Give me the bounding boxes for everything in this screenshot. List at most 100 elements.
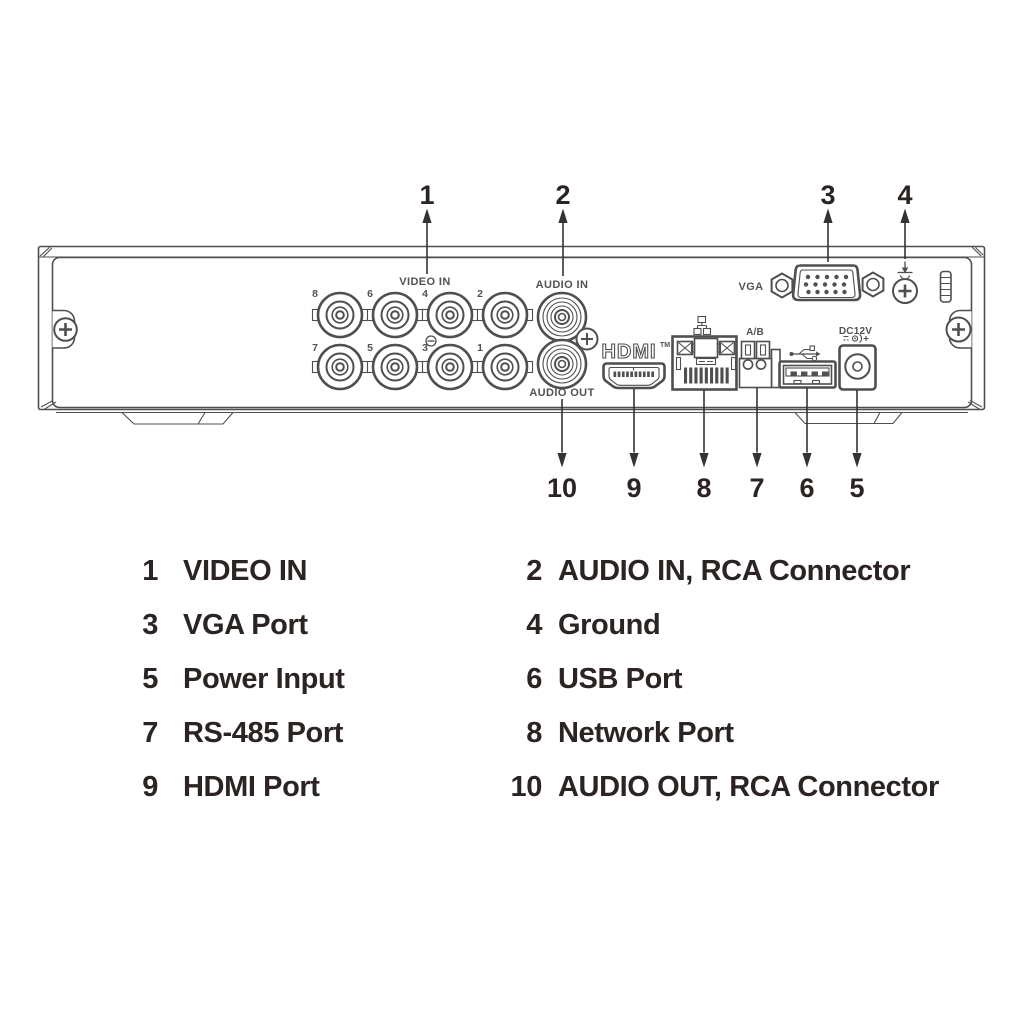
legend-label: USB Port [558, 663, 683, 695]
legend-number: 1 [142, 555, 158, 587]
audio-in-label: AUDIO IN [536, 279, 589, 291]
legend-label: VIDEO IN [183, 555, 308, 587]
legend-number: 2 [526, 555, 542, 587]
legend-label: RS-485 Port [183, 717, 343, 749]
audio-out-rca-connector [536, 338, 588, 390]
audio-out-label: AUDIO OUT [529, 387, 594, 399]
bnc-digit: 8 [312, 288, 318, 300]
rs485-label: A/B [746, 327, 764, 338]
legend-item-5: 5 Power Input [40, 663, 345, 696]
legend-number: 9 [142, 771, 158, 803]
network-port [671, 335, 738, 391]
callout-number-9: 9 [626, 473, 641, 503]
network-port-pins [684, 367, 729, 384]
power-input-port [838, 344, 877, 391]
audio-in-rca-connector [536, 291, 588, 343]
arrow-down-icon [802, 453, 812, 468]
callout-number-10: 10 [547, 473, 577, 503]
callouts-top: 1 2 3 4 [419, 180, 913, 276]
callout-number-3: 3 [820, 180, 835, 210]
bnc-video-in-block: 8 6 4 2 7 5 3 1 [311, 288, 534, 391]
usb-port [778, 360, 837, 389]
hdmi-pins [613, 371, 654, 377]
hdmi-tm-mark: TM [660, 342, 670, 349]
arrow-up-icon [422, 208, 432, 223]
legend-number: 10 [510, 771, 543, 803]
bnc-connector-3 [421, 343, 479, 391]
bnc-digit: 7 [312, 342, 318, 354]
callout-number-8: 8 [696, 473, 711, 503]
arrow-up-icon [558, 208, 568, 223]
legend-number: 5 [142, 663, 158, 695]
legend-label: Power Input [183, 663, 345, 695]
bnc-digit: 3 [422, 342, 428, 354]
legend-item-9: 9 HDMI Port [40, 771, 320, 804]
dvr-rear-panel-diagram: VIDEO IN [37, 180, 986, 503]
bnc-connector-7 [311, 343, 369, 391]
legend-item-6: 6 USB Port [420, 663, 682, 696]
bnc-connector-8 [311, 291, 369, 339]
ground-icon [897, 261, 913, 280]
legend-label: AUDIO IN, RCA Connector [558, 555, 911, 587]
bnc-connector-1 [476, 343, 534, 391]
network-icon [693, 315, 712, 336]
legend-label: VGA Port [183, 609, 308, 641]
legend-item-7: 7 RS-485 Port [40, 717, 343, 750]
callout-number-5: 5 [849, 473, 864, 503]
callout-number-7: 7 [749, 473, 764, 503]
bnc-connector-5 [366, 343, 424, 391]
callouts-bottom: 10 9 8 7 6 5 [547, 388, 865, 503]
legend-number: 6 [526, 663, 542, 695]
right-ear-screw [945, 316, 972, 343]
arrow-up-icon [900, 208, 910, 223]
callout-number-2: 2 [555, 180, 570, 210]
legend-label: HDMI Port [183, 771, 320, 803]
vga-label: VGA [738, 281, 763, 293]
usb-contacts [790, 371, 829, 376]
ground-screw [892, 278, 918, 304]
legend-item-3: 3 VGA Port [40, 609, 308, 642]
legend-item-4: 4 Ground [420, 609, 660, 642]
legend-label: Ground [558, 609, 661, 641]
hdmi-port [602, 362, 666, 390]
bnc-connector-4 [421, 291, 479, 339]
chassis-foot-left [120, 411, 235, 425]
bnc-digit: 2 [477, 288, 483, 300]
callout-number-1: 1 [419, 180, 434, 210]
legend-number: 4 [526, 609, 542, 641]
vga-screw-left [770, 272, 794, 299]
legend-number: 8 [526, 717, 542, 749]
arrow-down-icon [752, 453, 762, 468]
bnc-digit: 4 [422, 288, 428, 300]
legend-item-10: 10 AUDIO OUT, RCA Connector [420, 771, 940, 804]
bnc-digit: 6 [367, 288, 373, 300]
legend-item-8: 8 Network Port [420, 717, 734, 750]
hdmi-logo: HDMI [601, 341, 656, 363]
vga-screw-right [861, 271, 885, 298]
vga-pins [803, 274, 849, 295]
arrow-down-icon [852, 453, 862, 468]
arrow-down-icon [629, 453, 639, 468]
legend-item-2: 2 AUDIO IN, RCA Connector [420, 555, 910, 588]
callout-number-4: 4 [897, 180, 912, 210]
dc-polarity-icon [843, 334, 869, 343]
legend-label: AUDIO OUT, RCA Connector [558, 771, 939, 803]
panel-screw [575, 327, 599, 351]
vent-slots [939, 270, 952, 303]
legend-item-1: 1 VIDEO IN [40, 555, 307, 588]
video-in-label: VIDEO IN [399, 276, 451, 288]
bnc-digit: 5 [367, 342, 373, 354]
legend-number: 7 [142, 717, 158, 749]
rs485-terminal [738, 340, 781, 389]
chassis-foot-right [793, 411, 904, 425]
corner-hatch [39, 246, 984, 410]
legend-label: Network Port [558, 717, 734, 749]
vga-port [791, 264, 862, 302]
bnc-digit: 1 [477, 342, 483, 354]
arrow-down-icon [557, 453, 567, 468]
bnc-connector-2 [476, 291, 534, 339]
legend-number: 3 [142, 609, 158, 641]
arrow-down-icon [699, 453, 709, 468]
power-label: DC12V [839, 326, 872, 337]
panel-screw-small [425, 335, 437, 347]
